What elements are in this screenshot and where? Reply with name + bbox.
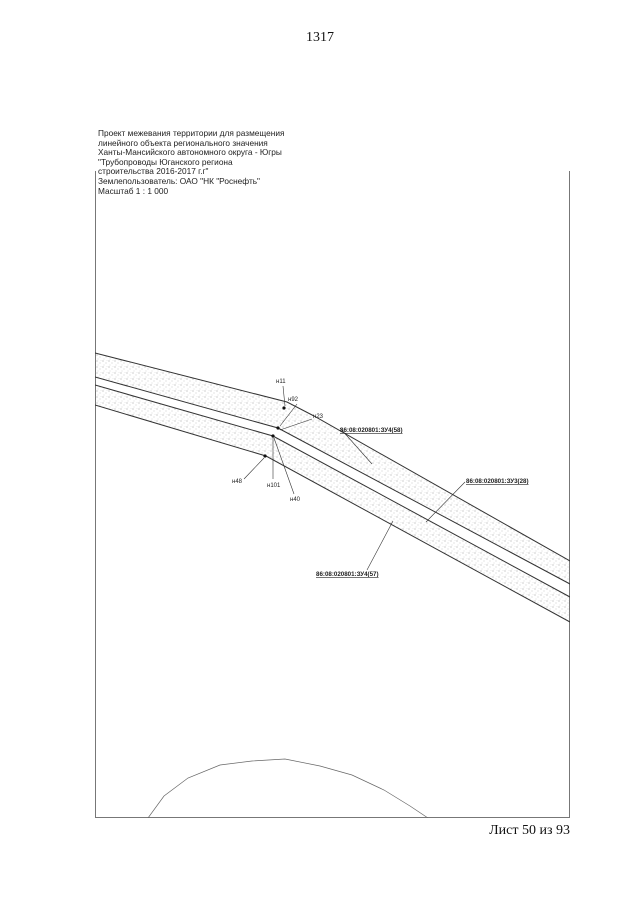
boundary-line xyxy=(95,352,570,562)
title-line: строительства 2016-2017 г.г" xyxy=(98,166,209,177)
point-label: н40 xyxy=(290,497,301,503)
leader-line xyxy=(425,481,466,523)
parcel-label: 86:08:020801:ЗУ4(58) xyxy=(340,427,403,434)
leader-line xyxy=(366,520,394,571)
parcel-area-upper xyxy=(95,353,570,584)
survey-point xyxy=(276,426,280,430)
leader-line xyxy=(339,427,373,465)
parcel-label: 86:08:020801:ЗУ4(57) xyxy=(316,571,379,578)
leader-line xyxy=(279,418,313,431)
survey-point xyxy=(271,434,275,438)
title-line: линейного объекта регионального значения xyxy=(98,137,268,148)
title-line: Ханты-Мансийского автономного округа - Ю… xyxy=(98,147,282,158)
scale-line: Масштаб 1 : 1 000 xyxy=(98,185,169,196)
point-label: н23 xyxy=(313,414,324,420)
title-line: Проект межевания территории для размещен… xyxy=(98,128,285,138)
parcel-area-lower xyxy=(95,385,570,622)
leader-line xyxy=(279,403,298,427)
leader-line xyxy=(273,437,295,495)
parcel-label: 86:08:020801:ЗУ3(28) xyxy=(466,478,529,485)
leader-line xyxy=(282,385,286,407)
map-frame xyxy=(95,171,570,818)
point-label: н48 xyxy=(232,479,243,485)
point-label: н11 xyxy=(276,379,286,385)
contour-line xyxy=(147,758,429,818)
leader-line xyxy=(243,457,265,480)
land-user-line: Землепользователь: ОАО "НК "Роснефть" xyxy=(98,175,261,186)
survey-point xyxy=(263,454,267,458)
point-label: н101 xyxy=(267,483,281,489)
page-number: 1317 xyxy=(306,30,334,45)
title-block: Проект межевания территории для размещен… xyxy=(98,128,285,196)
sheet-number: Лист 50 из 93 xyxy=(489,823,570,838)
title-line: "Трубопроводы Юганского региона xyxy=(98,156,233,167)
point-label: н92 xyxy=(288,397,299,403)
survey-point xyxy=(282,406,286,410)
